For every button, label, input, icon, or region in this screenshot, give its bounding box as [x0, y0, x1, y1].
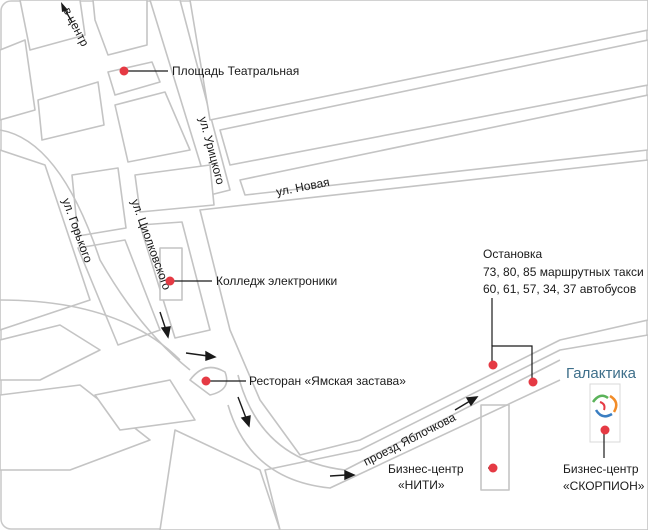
marker-stop-1[interactable]	[488, 360, 498, 370]
label-niti-line1: Бизнес-центр	[388, 462, 464, 476]
label-stop-title: Остановка	[483, 247, 543, 261]
label-skorpion-line1: Бизнес-центр	[563, 462, 639, 476]
marker-niti[interactable]	[488, 463, 498, 473]
label-ploshchad: Площадь Театральная	[172, 64, 299, 78]
block	[114, 91, 191, 163]
block	[71, 167, 127, 237]
kolledzh-building	[159, 247, 183, 301]
marker-kolledzh[interactable]	[165, 276, 175, 286]
road-line	[227, 379, 561, 489]
marker-restoran[interactable]	[201, 376, 211, 386]
label-niti-line2: «НИТИ»	[398, 478, 445, 492]
block	[0, 39, 36, 121]
block	[37, 81, 105, 141]
route-arrows	[159, 311, 479, 481]
route-arrow-icon	[329, 469, 356, 481]
label-stop-line1: 73, 80, 85 маршрутных такси	[483, 265, 644, 279]
block	[149, 0, 231, 196]
leader-stop	[491, 345, 533, 381]
galaktika-swirl-icon	[591, 394, 618, 418]
block	[199, 159, 648, 456]
route-arrow-icon	[454, 396, 479, 411]
route-arrow-icon	[185, 350, 217, 361]
block	[19, 0, 86, 51]
swirl-red	[599, 401, 606, 411]
route-arrow-icon	[159, 311, 171, 339]
block	[92, 0, 148, 56]
block	[134, 164, 215, 213]
block	[189, 0, 648, 121]
road-lines	[0, 129, 561, 489]
block	[0, 384, 151, 471]
road-line	[0, 299, 181, 361]
block	[219, 39, 648, 166]
block	[0, 149, 91, 331]
swirl-green	[591, 394, 609, 403]
label-kolledzh: Колледж электроники	[216, 274, 337, 288]
niti-building	[480, 404, 510, 491]
block	[0, 324, 101, 381]
marker-skorpion[interactable]	[600, 425, 610, 435]
logo-text: Галактика	[566, 365, 637, 382]
label-stop-line2: 60, 61, 57, 34, 37 автобусов	[483, 282, 636, 296]
marker-stop-2[interactable]	[528, 377, 538, 387]
markers	[119, 66, 610, 473]
marker-ploshchad[interactable]	[119, 66, 129, 76]
arrow-to-center-icon	[61, 2, 73, 23]
block	[159, 429, 281, 530]
block	[94, 379, 196, 431]
label-skorpion-line2: «СКОРПИОН»	[563, 479, 645, 493]
label-restoran: Ресторан «Ямская застава»	[249, 374, 406, 388]
swirl-blue	[594, 409, 613, 418]
road-line	[0, 129, 191, 371]
swirl-orange	[609, 394, 618, 413]
block	[239, 94, 648, 196]
route-arrow-icon	[237, 396, 251, 428]
road-line	[237, 359, 561, 471]
galaktika-logo: Галактика	[566, 365, 637, 443]
leader-lines	[124, 70, 605, 469]
